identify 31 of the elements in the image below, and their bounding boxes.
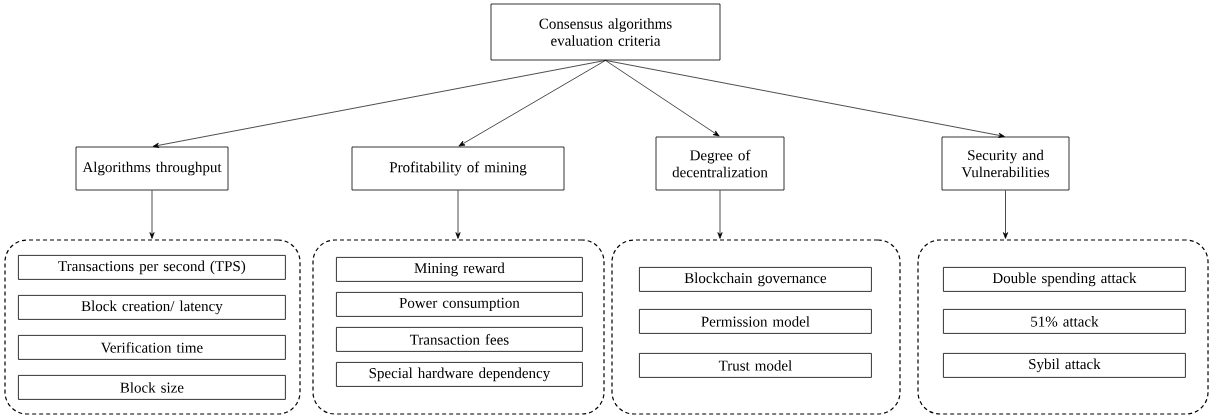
item-box: Transactions per second (TPS) — [18, 255, 286, 280]
criterion-box: Algorithms throughput — [75, 146, 229, 191]
item-box: 51% attack — [943, 309, 1186, 334]
arrow — [455, 190, 461, 239]
dashed-group-box — [4, 239, 301, 415]
arrow — [1002, 190, 1009, 239]
arrow — [605, 60, 1005, 138]
arrow — [149, 190, 155, 239]
item-box: Special hardware dependency — [336, 362, 583, 387]
arrow — [717, 190, 723, 239]
item-box: Power consumption — [336, 292, 583, 317]
item-box: Block creation/ latency — [18, 295, 286, 320]
item-box: Transaction fees — [336, 327, 583, 352]
item-box: Trust model — [639, 353, 872, 378]
root-box: Consensus algorithms evaluation criteria — [490, 3, 721, 61]
item-box: Sybil attack — [943, 353, 1186, 378]
dashed-group-box — [917, 239, 1209, 415]
arrow — [458, 60, 606, 147]
item-box: Block size — [18, 375, 286, 400]
criterion-box: Profitability of mining — [351, 146, 565, 191]
arrow — [152, 60, 606, 148]
item-box: Verification time — [18, 335, 286, 360]
criterion-box: Degree of decentralization — [655, 136, 785, 191]
item-box: Mining reward — [336, 257, 583, 282]
item-box: Permission model — [639, 309, 872, 334]
item-box: Double spending attack — [943, 267, 1186, 292]
criterion-box: Security and Vulnerabilities — [941, 136, 1070, 191]
dashed-group-box — [312, 239, 605, 415]
dashed-group-box — [611, 239, 901, 415]
arrow — [605, 60, 720, 137]
item-box: Blockchain governance — [639, 267, 872, 292]
